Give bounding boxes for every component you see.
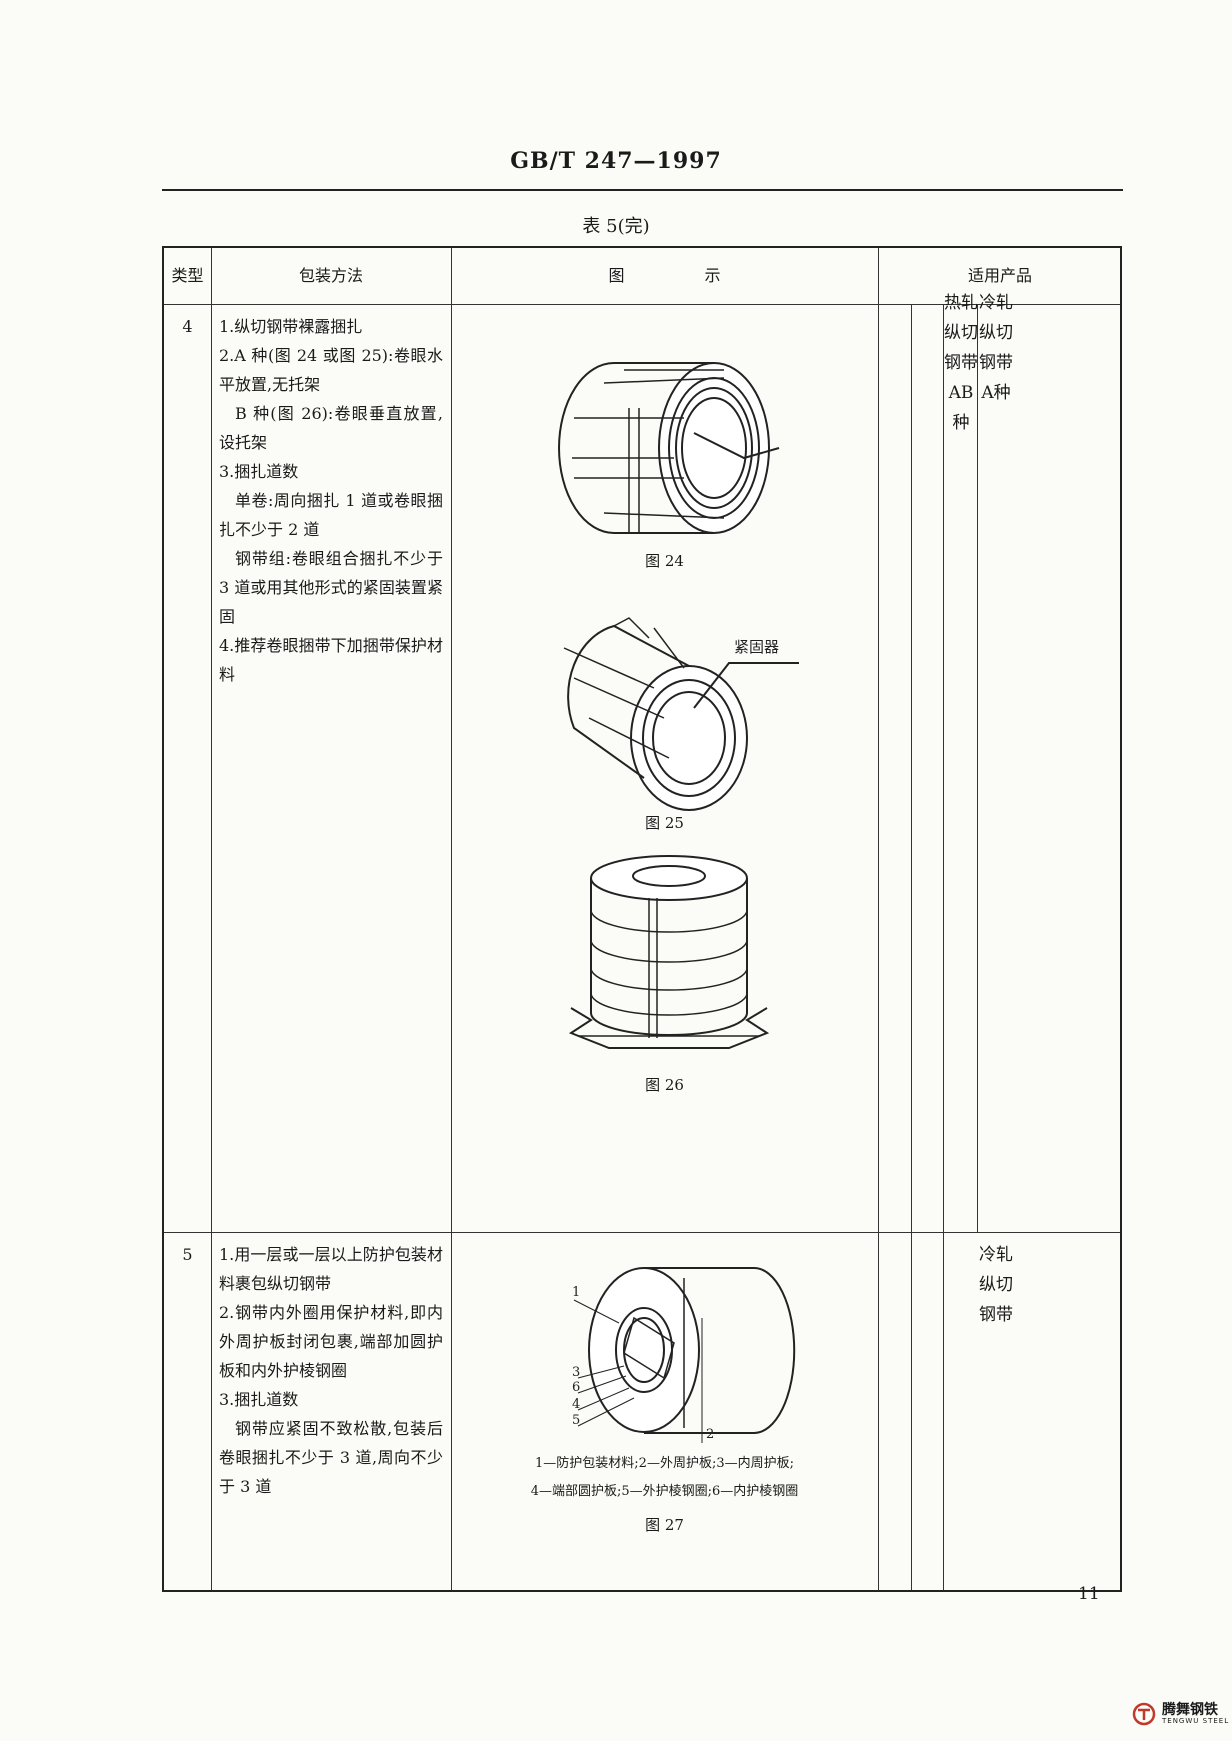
col-header-products: 适用产品: [967, 266, 1032, 285]
fig27-label: 5: [572, 1413, 580, 1428]
header-divider: [164, 304, 1120, 305]
logo-icon: [1132, 1702, 1156, 1726]
figure-27-wrapped-coil: 1 3 6 4 5 2: [572, 1258, 804, 1443]
header-rule: [162, 189, 1123, 191]
figure-25-caption: 图 25: [645, 814, 684, 832]
fig27-label: 1: [572, 1285, 580, 1300]
figure-24-caption: 图 24: [645, 552, 684, 570]
method-line: 单卷:周向捆扎 1 道或卷眼捆扎不少于 2 道: [219, 491, 443, 539]
packaging-table: 类型 包装方法 图 示 适用产品 4 1.纵切钢带裸露捆扎 2.A 种(图 24…: [162, 246, 1122, 1592]
method-line: 1.用一层或一层以上防护包装材料裹包纵切钢带: [219, 1245, 443, 1293]
method-line: 1.纵切钢带裸露捆扎: [219, 317, 363, 336]
table-caption: 表 5(完): [582, 216, 650, 237]
figure-26-caption: 图 26: [645, 1076, 684, 1094]
figure-25-coil-with-fastener: 紧固器: [544, 608, 804, 818]
product-hot-rolled: 热轧纵切钢带AB种: [944, 293, 978, 433]
legend-line: 4—端部圆护板;5—外护棱钢圈;6—内护棱钢圈: [530, 1484, 799, 1499]
method-line: 3.捆扎道数: [219, 1390, 299, 1409]
figure-24-coil-horizontal: [544, 348, 784, 548]
product-cold-rolled: 冷轧纵切钢带: [979, 1245, 1013, 1325]
product-cold-rolled-a: 冷轧纵切钢带A种: [979, 293, 1013, 403]
col-divider: [943, 304, 944, 1590]
fig27-label: 2: [706, 1427, 714, 1442]
method-line: 4.推荐卷眼捆带下加捆带保护材料: [219, 636, 443, 684]
row-divider: [164, 1232, 1120, 1233]
standard-header: GB/T 247—1997: [510, 148, 722, 174]
col-header-figure: 图 示: [608, 266, 721, 285]
fastener-label: 紧固器: [734, 638, 779, 656]
method-line: 钢带应紧固不致松散,包装后卷眼捆扎不少于 3 道,周向不少于 3 道: [219, 1419, 443, 1496]
method-line: 2.A 种(图 24 或图 25):卷眼水平放置,无托架: [219, 346, 443, 394]
row5-method: 1.用一层或一层以上防护包装材料裹包纵切钢带 2.钢带内外圈用保护材料,即内外周…: [219, 1240, 443, 1501]
method-line: B 种(图 26):卷眼垂直放置,设托架: [219, 404, 443, 452]
col-divider: [977, 304, 978, 1232]
col-divider: [878, 248, 879, 1590]
col-header-method: 包装方法: [298, 266, 363, 285]
company-logo: 腾舞钢铁 TENGWU STEEL: [1132, 1702, 1229, 1726]
fig27-label: 4: [572, 1397, 580, 1412]
method-line: 3.捆扎道数: [219, 462, 299, 481]
figure-27-legend: 1—防护包装材料;2—外周护板;3—内周护板; 4—端部圆护板;5—外护棱钢圈;…: [451, 1450, 878, 1506]
col-divider: [451, 248, 452, 1590]
legend-line: 1—防护包装材料;2—外周护板;3—内周护板;: [535, 1456, 794, 1471]
fig27-label: 6: [572, 1380, 580, 1395]
row5-type: 5: [182, 1245, 193, 1264]
col-divider: [911, 304, 912, 1590]
row4-method: 1.纵切钢带裸露捆扎 2.A 种(图 24 或图 25):卷眼水平放置,无托架 …: [219, 312, 443, 689]
row4-type: 4: [182, 317, 193, 336]
col-divider: [211, 248, 212, 1590]
fig27-label: 3: [572, 1365, 580, 1380]
figure-26-coil-on-pallet: [569, 848, 769, 1058]
page-number: 11: [1078, 1584, 1100, 1604]
logo-text: 腾舞钢铁: [1162, 1702, 1218, 1718]
logo-subtext: TENGWU STEEL: [1162, 1717, 1230, 1725]
method-line: 钢带组:卷眼组合捆扎不少于 3 道或用其他形式的紧固装置紧固: [219, 549, 443, 626]
col-header-type: 类型: [171, 266, 204, 285]
figure-27-caption: 图 27: [645, 1516, 684, 1534]
method-line: 2.钢带内外圈用保护材料,即内外周护板封闭包裹,端部加圆护板和内外护棱钢圈: [219, 1303, 443, 1380]
